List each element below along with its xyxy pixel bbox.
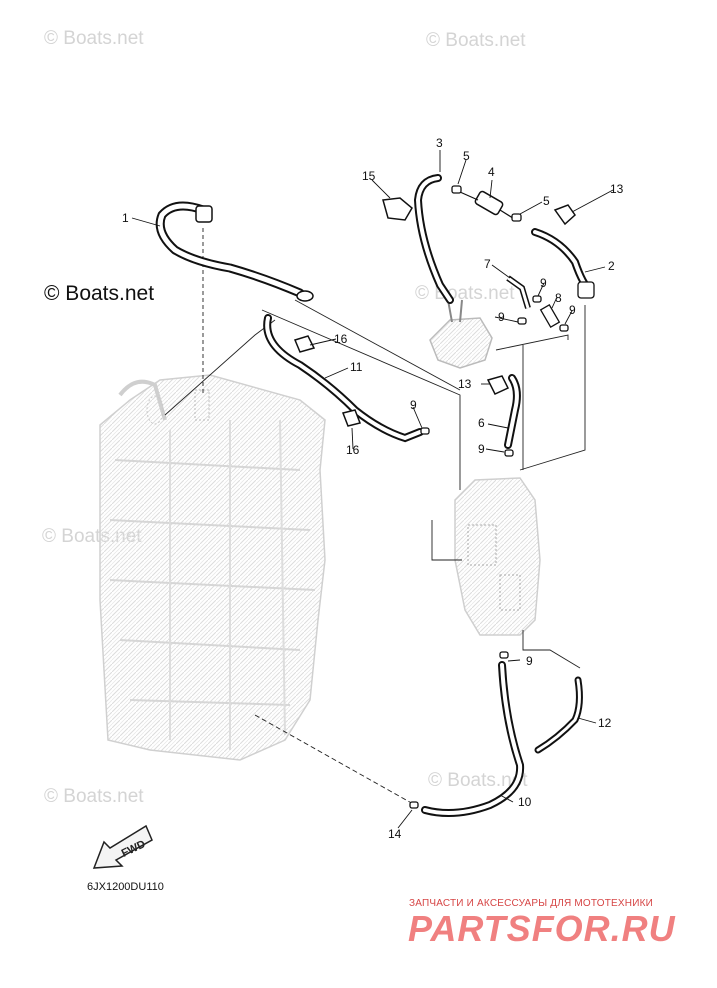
hose-11 xyxy=(263,314,424,443)
callout-11: 11 xyxy=(350,360,363,374)
hose-6 xyxy=(504,374,521,449)
callout-10: 10 xyxy=(518,795,532,809)
callout-6: 6 xyxy=(478,416,485,430)
callout-9e: 9 xyxy=(478,442,485,456)
callout-5: 5 xyxy=(463,149,470,163)
hose-2 xyxy=(531,228,595,299)
watermark: © Boats.net xyxy=(44,786,144,807)
callout-15: 15 xyxy=(362,169,376,183)
callout-4: 4 xyxy=(488,165,495,179)
pump-component xyxy=(429,299,493,369)
shop-caption: ЗАПЧАСТИ И АКСЕССУАРЫ ДЛЯ МОТОТЕХНИКИ xyxy=(409,898,654,909)
callout-2: 2 xyxy=(608,259,615,273)
callout-16a: 16 xyxy=(334,332,348,346)
callout-1: 1 xyxy=(122,211,129,225)
callout-3: 3 xyxy=(436,136,443,150)
callout-7: 7 xyxy=(484,257,491,271)
diagram-code: 6JX1200DU110 xyxy=(87,881,164,893)
watermark-dark: © Boats.net xyxy=(44,282,155,305)
callout-9f: 9 xyxy=(526,654,533,668)
hose-10 xyxy=(421,661,525,817)
callout-13a: 13 xyxy=(610,182,624,196)
callout-9c: 9 xyxy=(498,310,505,324)
watermark: © Boats.net xyxy=(426,30,526,51)
brackets xyxy=(293,197,576,427)
watermark: © Boats.net xyxy=(44,28,144,49)
engine-block xyxy=(99,374,326,761)
part-8-joint xyxy=(539,303,561,329)
hose-1 xyxy=(155,201,314,302)
callout-9a: 9 xyxy=(540,276,547,290)
callout-9b: 9 xyxy=(569,303,576,317)
callout-12: 12 xyxy=(598,716,612,730)
callout-16b: 16 xyxy=(346,443,360,457)
callout-5b: 5 xyxy=(543,194,550,208)
watermark: © Boats.net xyxy=(428,770,528,791)
fwd-arrow-icon xyxy=(92,824,153,869)
hose-12 xyxy=(534,676,583,754)
shop-logo[interactable]: PARTSFOR.RU xyxy=(408,908,676,949)
hose-3 xyxy=(413,174,454,304)
callout-leaders xyxy=(131,150,614,829)
callout-8: 8 xyxy=(555,291,562,305)
clamps xyxy=(409,185,569,809)
callout-13b: 13 xyxy=(458,377,472,391)
callout-14: 14 xyxy=(388,827,402,841)
callout-9d: 9 xyxy=(410,398,417,412)
part-4-fitting xyxy=(459,190,517,221)
leader-lines xyxy=(164,228,586,806)
part-7-pipe xyxy=(506,275,531,309)
fuel-filter-unit xyxy=(454,477,541,636)
